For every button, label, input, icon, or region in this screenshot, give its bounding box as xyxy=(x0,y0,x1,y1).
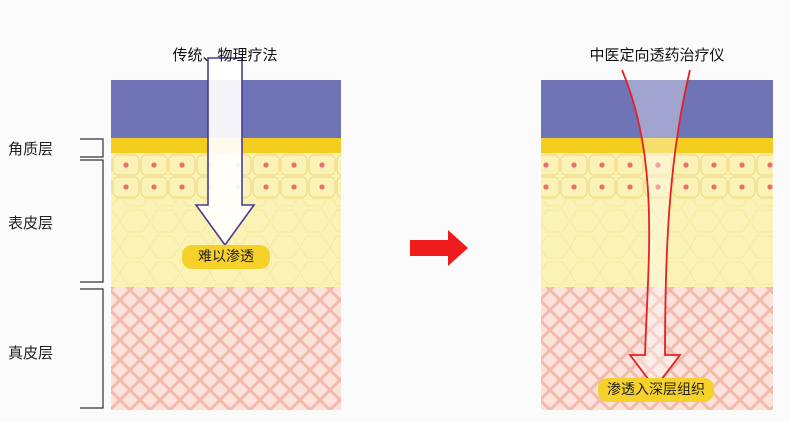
right-corneum-layer xyxy=(541,138,773,153)
left-dermis-layer xyxy=(111,287,341,410)
left-blocked-arrow xyxy=(194,57,256,247)
label-stratum-corneum: 角质层 xyxy=(8,140,54,158)
left-panel-title: 传统、物理疗法 xyxy=(172,46,278,64)
right-epidermis-layer xyxy=(541,199,773,287)
right-penetrating-arrow xyxy=(621,69,691,390)
right-penetrate-badge: 渗透入深层组织 xyxy=(598,378,714,402)
right-panel-title: 中医定向透药治疗仪 xyxy=(589,46,725,64)
right-skin-panel xyxy=(541,80,773,410)
right-top-layer xyxy=(541,80,773,138)
left-skin-panel xyxy=(111,80,341,410)
label-dermis: 真皮层 xyxy=(8,344,54,362)
right-cell-layer xyxy=(541,153,773,199)
layer-brackets xyxy=(80,138,104,409)
transition-arrow-icon xyxy=(410,230,468,266)
left-blocked-badge: 难以渗透 xyxy=(182,245,270,269)
label-epidermis: 表皮层 xyxy=(8,214,54,232)
